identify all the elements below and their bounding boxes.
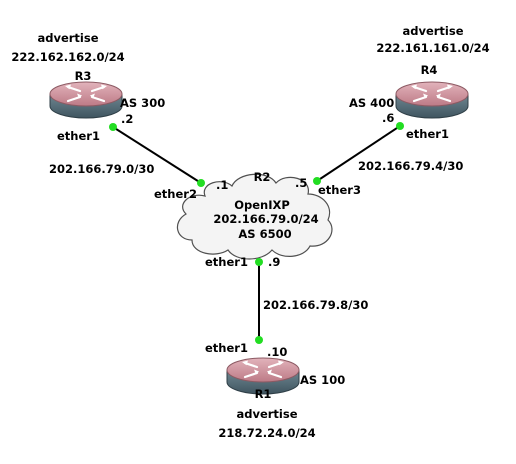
r3-port-name: ether1 <box>57 129 100 143</box>
r3-name: R3 <box>75 69 92 83</box>
r4-as: AS 400 <box>349 96 394 110</box>
r4-name: R4 <box>421 63 438 77</box>
router-r4-icon[interactable] <box>394 80 470 120</box>
r4-port-name: ether1 <box>406 127 449 141</box>
port-dot-r1-ether1 <box>255 336 263 344</box>
r1-advertise-prefix: 218.72.24.0/24 <box>218 426 315 440</box>
r2-ether2-port: ether2 <box>154 187 197 201</box>
r2-ether1-port: ether1 <box>205 255 248 269</box>
r4-port-ip: .6 <box>382 111 394 125</box>
r4-advertise-prefix: 222.161.161.0/24 <box>376 41 489 55</box>
r1-advertise-label: advertise <box>236 407 297 421</box>
r1-port-name: ether1 <box>205 341 248 355</box>
r1-port-ip: .10 <box>267 345 287 359</box>
r2-name: R2 <box>254 170 271 184</box>
r3-as: AS 300 <box>120 96 165 110</box>
r2-ether3-ip: .5 <box>295 176 307 190</box>
r2-ether3-port: ether3 <box>318 183 361 197</box>
r3-advertise-label: advertise <box>37 31 98 45</box>
router-r3-icon[interactable] <box>48 80 124 120</box>
port-dot-r2-ether2 <box>197 179 205 187</box>
link-r4-r2 <box>316 125 401 182</box>
link-r3-r2-subnet: 202.166.79.0/30 <box>49 162 154 176</box>
ixp-title: OpenIXP <box>234 198 290 212</box>
ixp-subnet: 202.166.79.0/24 <box>213 212 318 226</box>
r2-ether2-ip: .1 <box>216 178 228 192</box>
r1-as: AS 100 <box>300 373 345 387</box>
r3-advertise-prefix: 222.162.162.0/24 <box>11 50 124 64</box>
r4-advertise-label: advertise <box>402 24 463 38</box>
port-dot-r4-ether1 <box>396 122 404 130</box>
r2-ether1-ip: .9 <box>268 255 280 269</box>
r3-port-ip: .2 <box>121 112 133 126</box>
cloud-icon[interactable] <box>176 173 333 260</box>
port-dot-r2-ether1 <box>255 258 263 266</box>
link-r4-r2-subnet: 202.166.79.4/30 <box>358 159 463 173</box>
link-r3-r2 <box>112 126 202 184</box>
ixp-as: AS 6500 <box>238 227 291 241</box>
port-dot-r3-ether1 <box>109 123 117 131</box>
link-r1-r2-subnet: 202.166.79.8/30 <box>263 298 368 312</box>
port-dot-r2-ether3 <box>313 177 321 185</box>
r1-name: R1 <box>255 387 272 401</box>
